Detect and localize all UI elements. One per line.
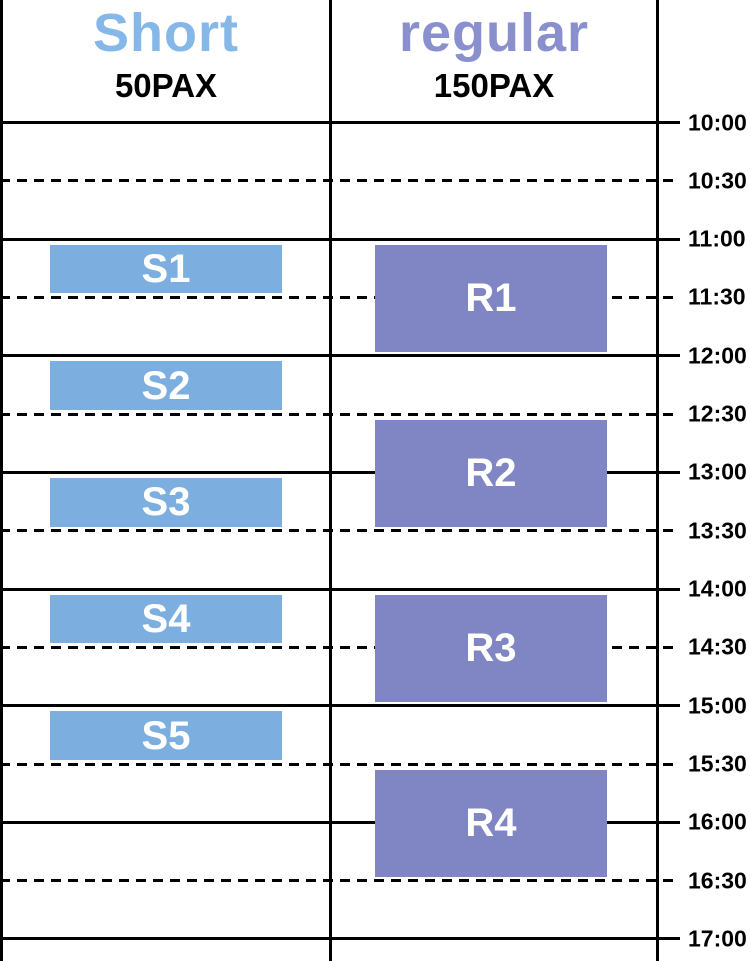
time-label: 13:30 [688, 517, 747, 544]
hour-grid-line [0, 354, 680, 358]
time-label: 10:30 [688, 167, 747, 194]
time-label: 12:30 [688, 400, 747, 427]
session-bar-label: S5 [141, 713, 191, 758]
session-bar-r3: R3 [375, 594, 607, 702]
session-bar-s4: S4 [50, 594, 282, 644]
time-label: 17:00 [688, 925, 747, 952]
session-bar-label: R1 [465, 276, 517, 321]
time-label: 10:00 [688, 109, 747, 135]
time-axis-line [656, 0, 659, 961]
session-bar-label: S1 [141, 247, 191, 292]
session-bar-label: S4 [141, 596, 191, 641]
session-bar-s1: S1 [50, 244, 282, 294]
session-bar-label: S3 [141, 480, 191, 525]
half-hour-grid-line [0, 645, 680, 649]
column-divider-line [329, 0, 332, 961]
hour-grid-line [0, 704, 680, 708]
hour-grid-line [0, 121, 680, 124]
half-hour-grid-line [0, 879, 680, 883]
session-bar-label: R3 [465, 626, 517, 671]
time-label: 11:30 [688, 283, 746, 310]
session-bar-r2: R2 [375, 419, 607, 527]
column-header-short: Short 50PAX [3, 0, 329, 105]
time-label: 15:30 [688, 750, 747, 777]
session-bar-r1: R1 [375, 244, 607, 352]
column-subtitle-regular: 150PAX [433, 67, 555, 104]
half-hour-grid-line [0, 762, 680, 766]
time-label: 13:00 [688, 458, 747, 485]
hour-grid-line [0, 470, 680, 474]
time-label: 14:30 [688, 633, 747, 660]
time-label: 11:00 [688, 225, 746, 252]
session-bar-s3: S3 [50, 477, 282, 527]
hour-grid-line [0, 237, 680, 241]
session-bar-label: R4 [465, 801, 517, 846]
time-label: 16:00 [688, 808, 747, 835]
left-border-line [0, 0, 3, 961]
session-bar-r4: R4 [375, 769, 607, 877]
hour-grid-line [0, 937, 680, 941]
column-header-regular: regular 150PAX [333, 0, 655, 105]
session-bar-label: S2 [141, 363, 191, 408]
session-bar-label: R2 [465, 451, 517, 496]
time-label: 16:30 [688, 867, 747, 894]
half-hour-grid-line [0, 412, 680, 416]
hour-grid-line [0, 820, 680, 824]
half-hour-grid-line [0, 179, 680, 183]
session-bar-s5: S5 [50, 711, 282, 760]
half-hour-grid-line [0, 529, 680, 533]
column-title-regular: regular [398, 3, 590, 63]
time-label: 15:00 [688, 692, 747, 719]
time-label: 14:00 [688, 575, 747, 602]
session-bar-s2: S2 [50, 361, 282, 411]
column-title-short: Short [93, 3, 239, 63]
half-hour-grid-line [0, 295, 680, 299]
time-label: 12:00 [688, 342, 747, 369]
hour-grid-line [0, 587, 680, 591]
column-subtitle-short: 50PAX [114, 67, 218, 104]
